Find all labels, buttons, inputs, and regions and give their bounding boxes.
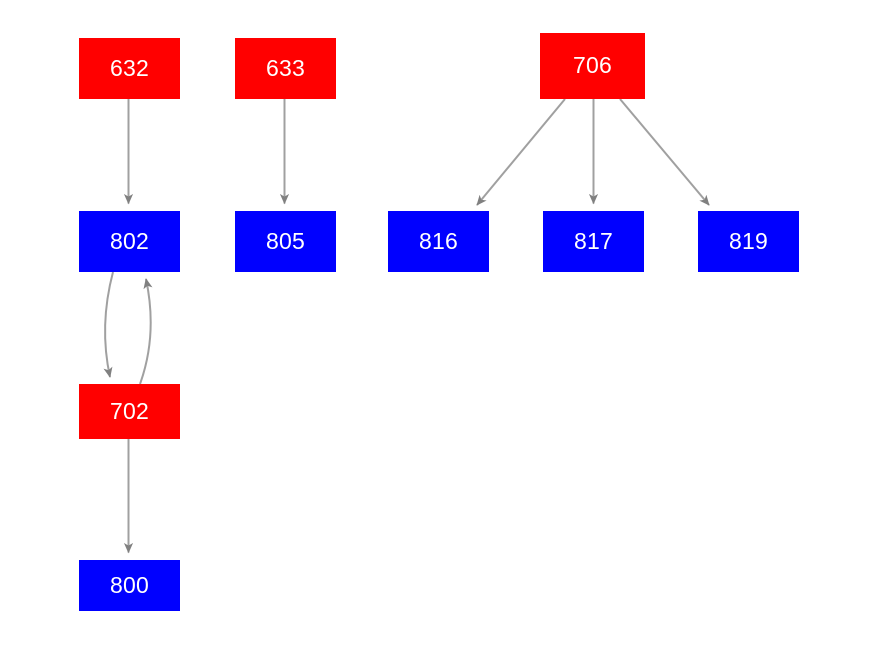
graph-node-label: 817: [574, 227, 613, 254]
graph-node-633[interactable]: 633: [235, 38, 336, 99]
graph-node-label: 632: [110, 54, 149, 81]
graph-node-819[interactable]: 819: [698, 211, 799, 272]
graph-node-label: 706: [573, 52, 612, 78]
graph-node-816[interactable]: 816: [388, 211, 489, 272]
graph-node-817[interactable]: 817: [543, 211, 644, 272]
graph-node-800[interactable]: 800: [79, 560, 180, 611]
graph-node-632[interactable]: 632: [79, 38, 180, 99]
graph-node-label: 633: [266, 54, 305, 81]
graph-node-802[interactable]: 802: [79, 211, 180, 272]
edge-702-to-802: [139, 278, 153, 385]
graph-node-805[interactable]: 805: [235, 211, 336, 272]
graph-node-label: 800: [110, 571, 149, 598]
edge-802-to-702: [103, 271, 114, 378]
graph-node-702[interactable]: 702: [79, 384, 180, 439]
graph-node-label: 816: [419, 227, 458, 254]
graph-node-label: 802: [110, 227, 149, 254]
edge-706-to-816: [476, 98, 566, 206]
graph-node-label: 805: [266, 227, 305, 254]
graph-node-label: 702: [110, 397, 149, 424]
edge-706-to-819: [619, 98, 710, 206]
graph-node-706[interactable]: 706: [540, 33, 645, 99]
graph-node-label: 819: [729, 227, 768, 254]
